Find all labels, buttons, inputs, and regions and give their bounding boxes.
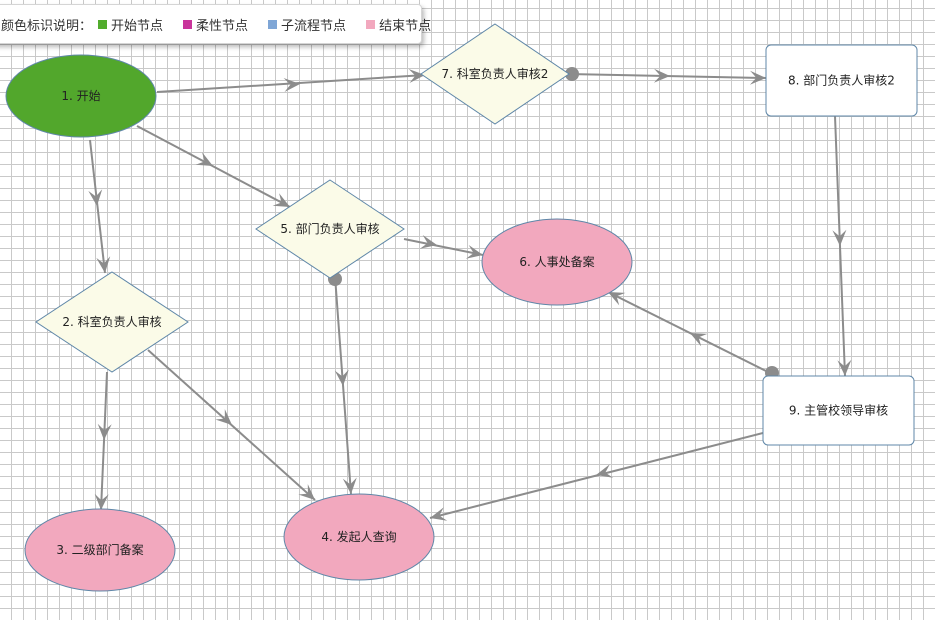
- node-label: 5. 部门负责人审核: [280, 221, 379, 236]
- legend-label-flexible: 柔性节点: [196, 18, 249, 34]
- flow-arrow-icon: [195, 152, 213, 166]
- legend-item-end: 结束节点: [366, 15, 431, 34]
- node-label: 9. 主管校领导审核: [789, 403, 888, 418]
- flow-arrow-icon: [283, 78, 300, 92]
- flow-arrow-icon: [419, 235, 437, 249]
- flow-arrow-icon: [690, 333, 708, 347]
- decision-node-shape: [255, 179, 405, 279]
- arrowhead-icon: [94, 493, 109, 510]
- node-n9[interactable]: 9. 主管校领导审核: [762, 375, 915, 446]
- legend-swatch-subprocess: [268, 19, 278, 29]
- edge-n9-n6: [607, 291, 779, 380]
- connector-line: [607, 291, 771, 374]
- legend-item-flexible: 柔性节点: [183, 15, 248, 34]
- node-n7[interactable]: 7. 科室负责人审核2: [420, 23, 570, 125]
- edge-n9-n4: [429, 432, 764, 521]
- decision-node-shape: [35, 271, 189, 373]
- arrowhead-icon: [272, 193, 290, 207]
- legend-title: 颜色标识说明：: [1, 18, 93, 34]
- flow-arrow-icon: [596, 464, 614, 478]
- task-node-shape: [762, 375, 915, 446]
- flow-arrow-icon: [653, 68, 670, 83]
- connector-line: [429, 432, 764, 519]
- arrowhead-icon: [96, 256, 111, 273]
- end-node-shape: [283, 493, 435, 581]
- arrowhead-icon: [608, 292, 626, 306]
- node-label: 6. 人事处备案: [519, 254, 594, 269]
- start-node-shape: [5, 54, 157, 138]
- node-n6[interactable]: 6. 人事处备案: [481, 218, 633, 306]
- node-label: 4. 发起人查询: [321, 529, 396, 544]
- node-n1[interactable]: 1. 开始: [5, 54, 157, 138]
- connector-line: [136, 125, 291, 208]
- arrowhead-icon: [465, 245, 483, 259]
- arrowhead-icon: [342, 477, 357, 494]
- legend-label-start: 开始节点: [111, 18, 164, 34]
- edge-n5-n6: [403, 235, 484, 259]
- connector-line: [89, 139, 106, 274]
- edge-n2-n4: [147, 349, 316, 501]
- edge-n8-n9: [832, 115, 852, 377]
- legend-panel: 颜色标识说明： 开始节点 柔性节点 子流程节点 结束节点: [0, 4, 431, 44]
- legend-swatch-start: [98, 19, 108, 29]
- edge-n7-n8: [565, 67, 767, 85]
- connector-line: [403, 238, 484, 256]
- edge-n1-n7: [156, 69, 426, 93]
- edge-n1-n2: [88, 139, 111, 274]
- edge-n2-n3: [94, 371, 112, 511]
- edge-n1-n5: [136, 125, 291, 208]
- nodes-layer: 1. 开始 2. 科室负责人审核 3. 二级部门备案 4. 发起人查询 5. 部门负责人…: [5, 23, 918, 592]
- legend-item-start: 开始节点: [98, 15, 163, 34]
- arrowhead-icon: [749, 70, 766, 85]
- node-n2[interactable]: 2. 科室负责人审核: [35, 271, 189, 373]
- legend-swatch-end: [366, 19, 376, 29]
- node-label: 7. 科室负责人审核2: [442, 66, 549, 81]
- legend-item-subprocess: 子流程节点: [268, 15, 346, 34]
- decision-node-shape: [420, 23, 570, 125]
- edges-layer: [88, 67, 852, 521]
- node-label: 1. 开始: [61, 89, 100, 103]
- arrowhead-icon: [298, 484, 315, 500]
- flow-arrow-icon: [97, 423, 112, 440]
- flow-arrow-icon: [88, 189, 103, 206]
- connector-line: [147, 349, 316, 501]
- node-label: 8. 部门负责人审核2: [788, 73, 895, 88]
- node-label: 2. 科室负责人审核: [62, 314, 161, 329]
- legend-label-end: 结束节点: [379, 18, 432, 34]
- end-node-shape: [24, 508, 176, 592]
- arrowhead-icon: [837, 359, 852, 376]
- arrowhead-icon: [430, 507, 448, 521]
- arrowhead-icon: [408, 69, 425, 83]
- edge-n5-n4: [328, 272, 357, 495]
- node-n4[interactable]: 4. 发起人查询: [283, 493, 435, 581]
- legend-swatch-flexible: [183, 19, 193, 29]
- flow-arrow-icon: [832, 229, 847, 246]
- node-n8[interactable]: 8. 部门负责人审核2: [765, 44, 918, 117]
- node-label: 3. 二级部门备案: [56, 542, 143, 557]
- connection-dot: [565, 67, 579, 81]
- task-node-shape: [765, 44, 918, 117]
- end-node-shape: [481, 218, 633, 306]
- connector-line: [100, 371, 108, 511]
- legend-label-subprocess: 子流程节点: [281, 18, 347, 34]
- node-n3[interactable]: 3. 二级部门备案: [24, 508, 176, 592]
- flow-arrow-icon: [334, 369, 349, 386]
- node-n5[interactable]: 5. 部门负责人审核: [255, 179, 405, 279]
- flow-arrow-icon: [215, 409, 232, 425]
